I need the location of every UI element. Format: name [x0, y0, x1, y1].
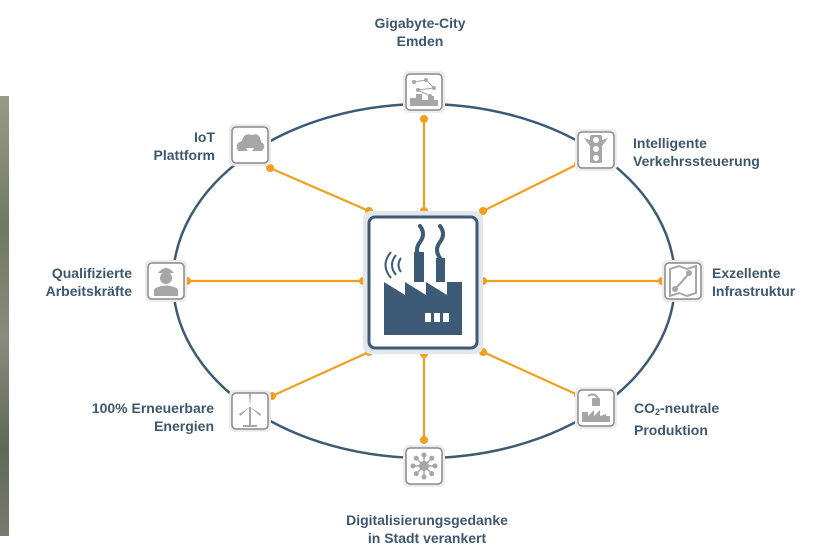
city-network-icon: [403, 71, 445, 113]
label-line: Intelligente: [633, 135, 707, 151]
label-line: Exzellente: [712, 265, 781, 281]
label-line: IoT: [194, 129, 215, 145]
label-iot-plattform: IoT Plattform: [154, 128, 215, 164]
spoke-iot-plattform: [269, 166, 370, 213]
label-line: Arbeitskräfte: [45, 283, 132, 299]
label-line: 100% Erneuerbare: [91, 400, 214, 416]
dot-inner-verkehrssteuerung: [479, 207, 487, 215]
label-line: Emden: [396, 33, 444, 49]
traffic-light-icon: [575, 129, 617, 171]
worker-icon: [145, 260, 187, 302]
spoke-co2-produktion: [482, 350, 579, 397]
spoke-verkehrssteuerung: [482, 163, 579, 212]
wind-turbine-icon: [229, 390, 271, 432]
spokes: [187, 119, 662, 440]
label-line: Produktion: [634, 422, 708, 438]
digital-network-icon: [403, 445, 445, 487]
co2-text: CO: [634, 400, 655, 416]
label-line: Plattform: [153, 147, 215, 163]
center-factory: [363, 211, 483, 354]
dot-outer-iot-plattform: [266, 164, 274, 172]
co2-plug-icon: [575, 387, 617, 429]
label-line: Qualifizierte: [51, 265, 132, 281]
label-line: in Stadt verankert: [367, 530, 487, 546]
factory-icon: [384, 224, 462, 335]
label-line: Digitalisierungsgedanke: [346, 512, 508, 528]
label-line: Gigabyte-City: [374, 15, 466, 31]
label-line: Verkehrssteuerung: [633, 153, 760, 169]
label-line: Energien: [154, 418, 214, 434]
dot-outer-digitalisierung: [420, 436, 428, 444]
label-line: CO2-neutrale: [634, 399, 719, 421]
co2-suffix: -neutrale: [660, 400, 720, 416]
spoke-erneuerbare: [271, 350, 370, 398]
co2-subscript: 2: [655, 407, 661, 417]
node-icons: [145, 71, 704, 487]
label-digitalisierung: Digitalisierungsgedanke in Stadt veranker…: [346, 511, 508, 547]
infrastructure-map-icon: [662, 260, 704, 302]
cloud-icon: [229, 124, 271, 166]
dot-outer-gigabyte-city: [420, 115, 428, 123]
background-photo-edge: [0, 96, 9, 536]
label-line: Infrastruktur: [712, 283, 796, 299]
